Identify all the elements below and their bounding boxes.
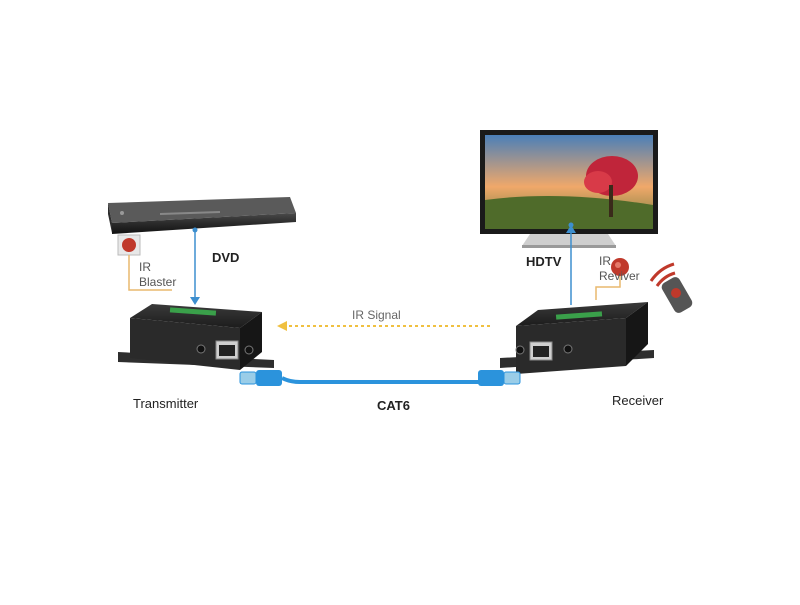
dvd-player-icon <box>108 197 296 234</box>
ir-signal-arrow <box>277 321 490 331</box>
hdtv-label: HDTV <box>526 254 562 269</box>
ir-blaster-label-line2: Blaster <box>139 275 177 289</box>
ir-blaster-sensor-icon <box>117 234 141 256</box>
transmitter-device-icon <box>118 304 274 370</box>
ir-signal-label: IR Signal <box>352 308 401 322</box>
ir-blaster-wire <box>128 255 172 291</box>
hdtv-link-arrow <box>566 222 576 305</box>
transmitter-label: Transmitter <box>133 396 199 411</box>
hdtv-icon <box>480 130 658 248</box>
receiver-device-icon <box>500 302 654 374</box>
ir-blaster-label-line1: IR <box>139 260 151 274</box>
remote-control-icon <box>649 262 693 313</box>
cat6-cable-icon <box>239 370 521 386</box>
dvd-link-arrow <box>190 227 200 305</box>
dvd-label: DVD <box>212 250 240 265</box>
cat6-label: CAT6 <box>377 398 410 413</box>
receiver-label: Receiver <box>612 393 664 408</box>
ir-receiver-label-line2: Reviver <box>599 269 640 283</box>
ir-receiver-sensor-icon <box>611 258 629 276</box>
ir-receiver-label-line1: IR <box>599 254 611 268</box>
ir-receiver-wire <box>595 276 621 300</box>
